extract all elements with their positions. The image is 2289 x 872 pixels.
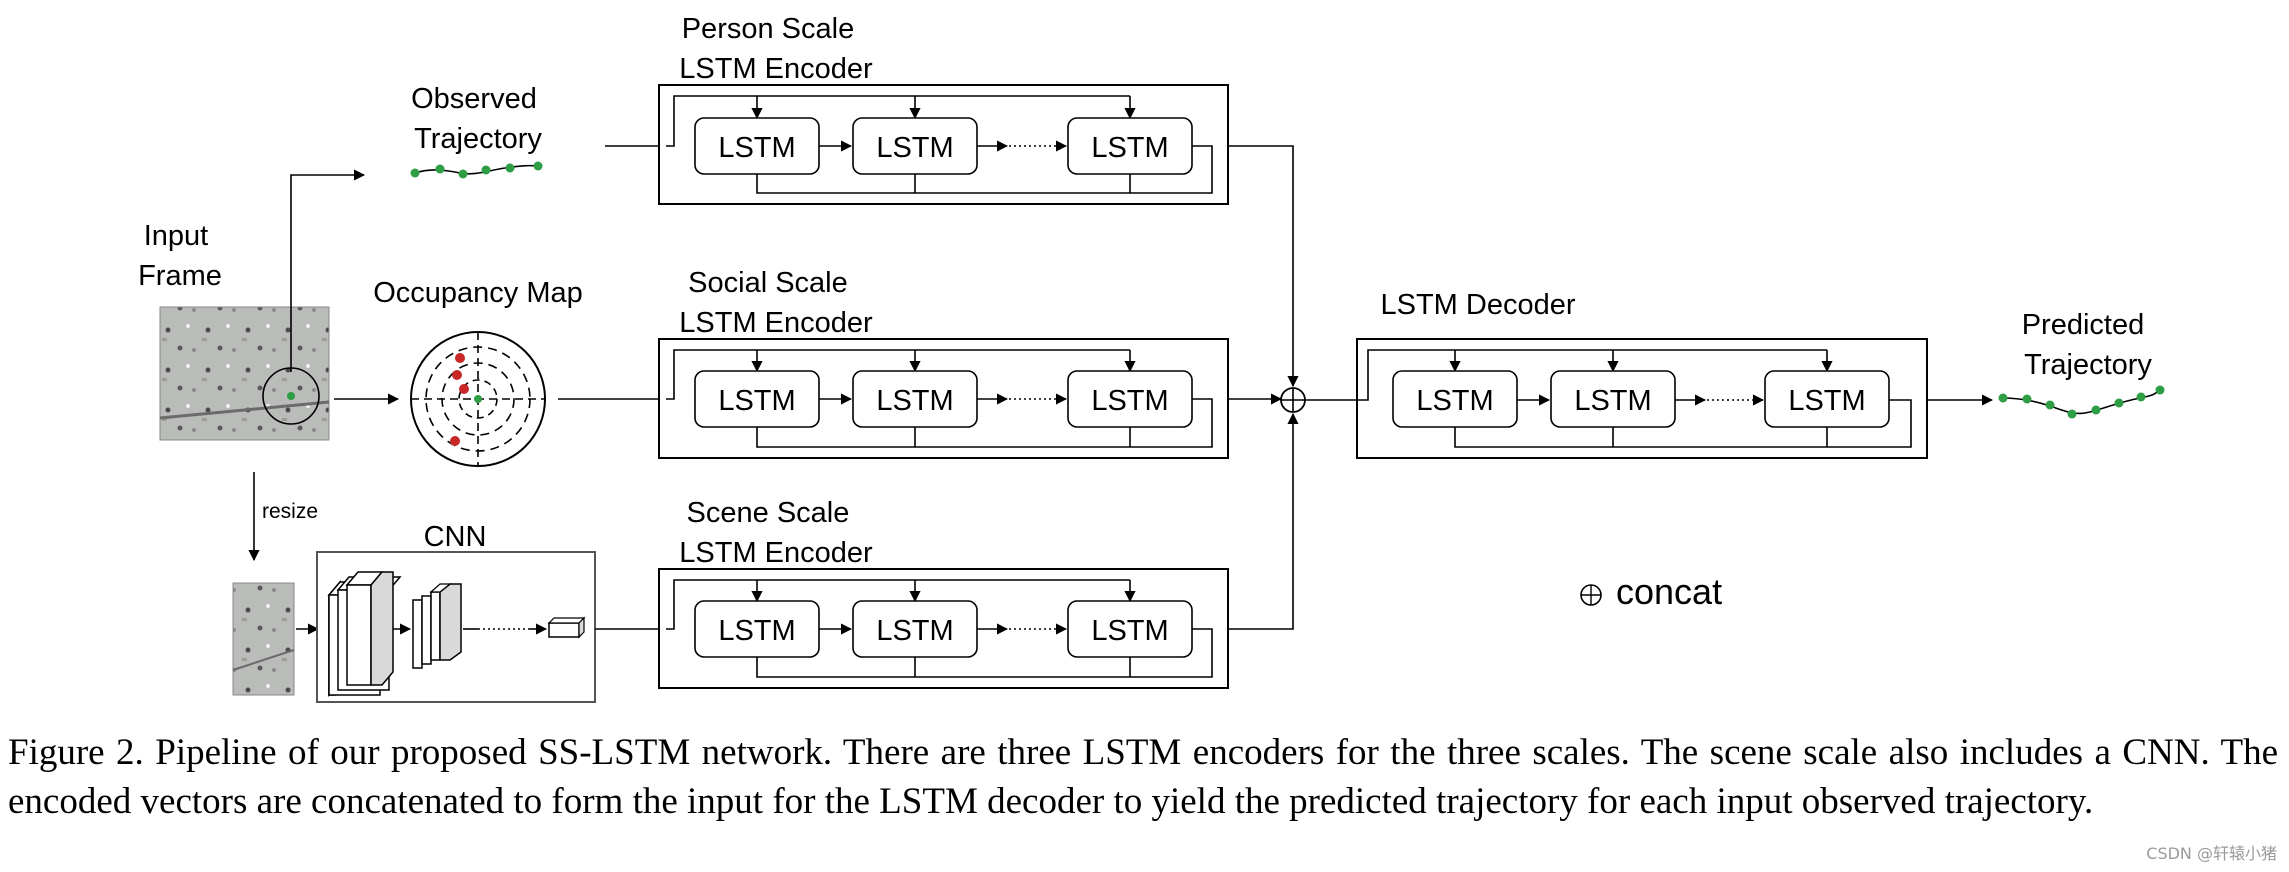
lstm-cell-label: LSTM — [876, 615, 953, 647]
lstm-cell-label: LSTM — [1416, 385, 1493, 417]
occupancy-map-label: Occupancy Map — [373, 277, 583, 309]
lstm-cell-label: LSTM — [1788, 385, 1865, 417]
figure-caption: Figure 2. Pipeline of our proposed SS-LS… — [8, 732, 2278, 822]
predicted-trajectory-icon — [1998, 385, 2165, 419]
observed-trajectory-label: Observed Trajectory — [411, 83, 545, 155]
resize-label: resize — [262, 500, 318, 523]
lstm-cell-label: LSTM — [876, 132, 953, 164]
lstm-cell-label: LSTM — [718, 385, 795, 417]
person-to-concat-line — [1228, 145, 1294, 386]
lstm-cell-label: LSTM — [876, 385, 953, 417]
decoder-label: LSTM Decoder — [1380, 289, 1575, 321]
concat-icon — [1280, 387, 1306, 413]
resized-frame-photo — [232, 582, 295, 696]
lstm-cell-label: LSTM — [1091, 615, 1168, 647]
person-encoder-label: Person Scale LSTM Encoder — [679, 13, 873, 85]
lstm-cell-label: LSTM — [1091, 132, 1168, 164]
occupancy-map-icon — [410, 331, 546, 467]
lstm-cell-label: LSTM — [718, 615, 795, 647]
concat-legend: concat — [1580, 571, 1722, 612]
social-scale-encoder: LSTM LSTM LSTM — [658, 338, 1229, 459]
lstm-cell-label: LSTM — [1574, 385, 1651, 417]
concat-legend-label: concat — [1616, 571, 1722, 612]
person-scale-encoder: LSTM LSTM LSTM — [658, 84, 1229, 205]
cnn-label: CNN — [424, 521, 487, 553]
lstm-decoder: LSTM LSTM LSTM — [1356, 338, 1928, 459]
input-frame-label: Input Frame — [138, 220, 222, 292]
lstm-cell-label: LSTM — [1091, 385, 1168, 417]
frame-to-trajectory-arrow — [290, 169, 366, 372]
concat-legend-icon — [1580, 584, 1602, 606]
cnn-block — [316, 551, 596, 703]
pipeline-diagram: Input Frame Observed Trajectory Occupanc… — [138, 13, 2165, 703]
watermark-text: CSDN @轩辕小猪 — [2146, 844, 2277, 863]
social-encoder-label: Social Scale LSTM Encoder — [679, 267, 873, 339]
lstm-cell-label: LSTM — [718, 132, 795, 164]
input-frame-photo — [159, 306, 330, 441]
observed-trajectory-icon — [410, 161, 543, 179]
scene-encoder-label: Scene Scale LSTM Encoder — [679, 497, 873, 569]
scene-scale-encoder: LSTM LSTM LSTM — [658, 568, 1229, 689]
predicted-trajectory-label: Predicted Trajectory — [2022, 309, 2153, 381]
scene-to-concat-arrow — [1228, 412, 1299, 630]
